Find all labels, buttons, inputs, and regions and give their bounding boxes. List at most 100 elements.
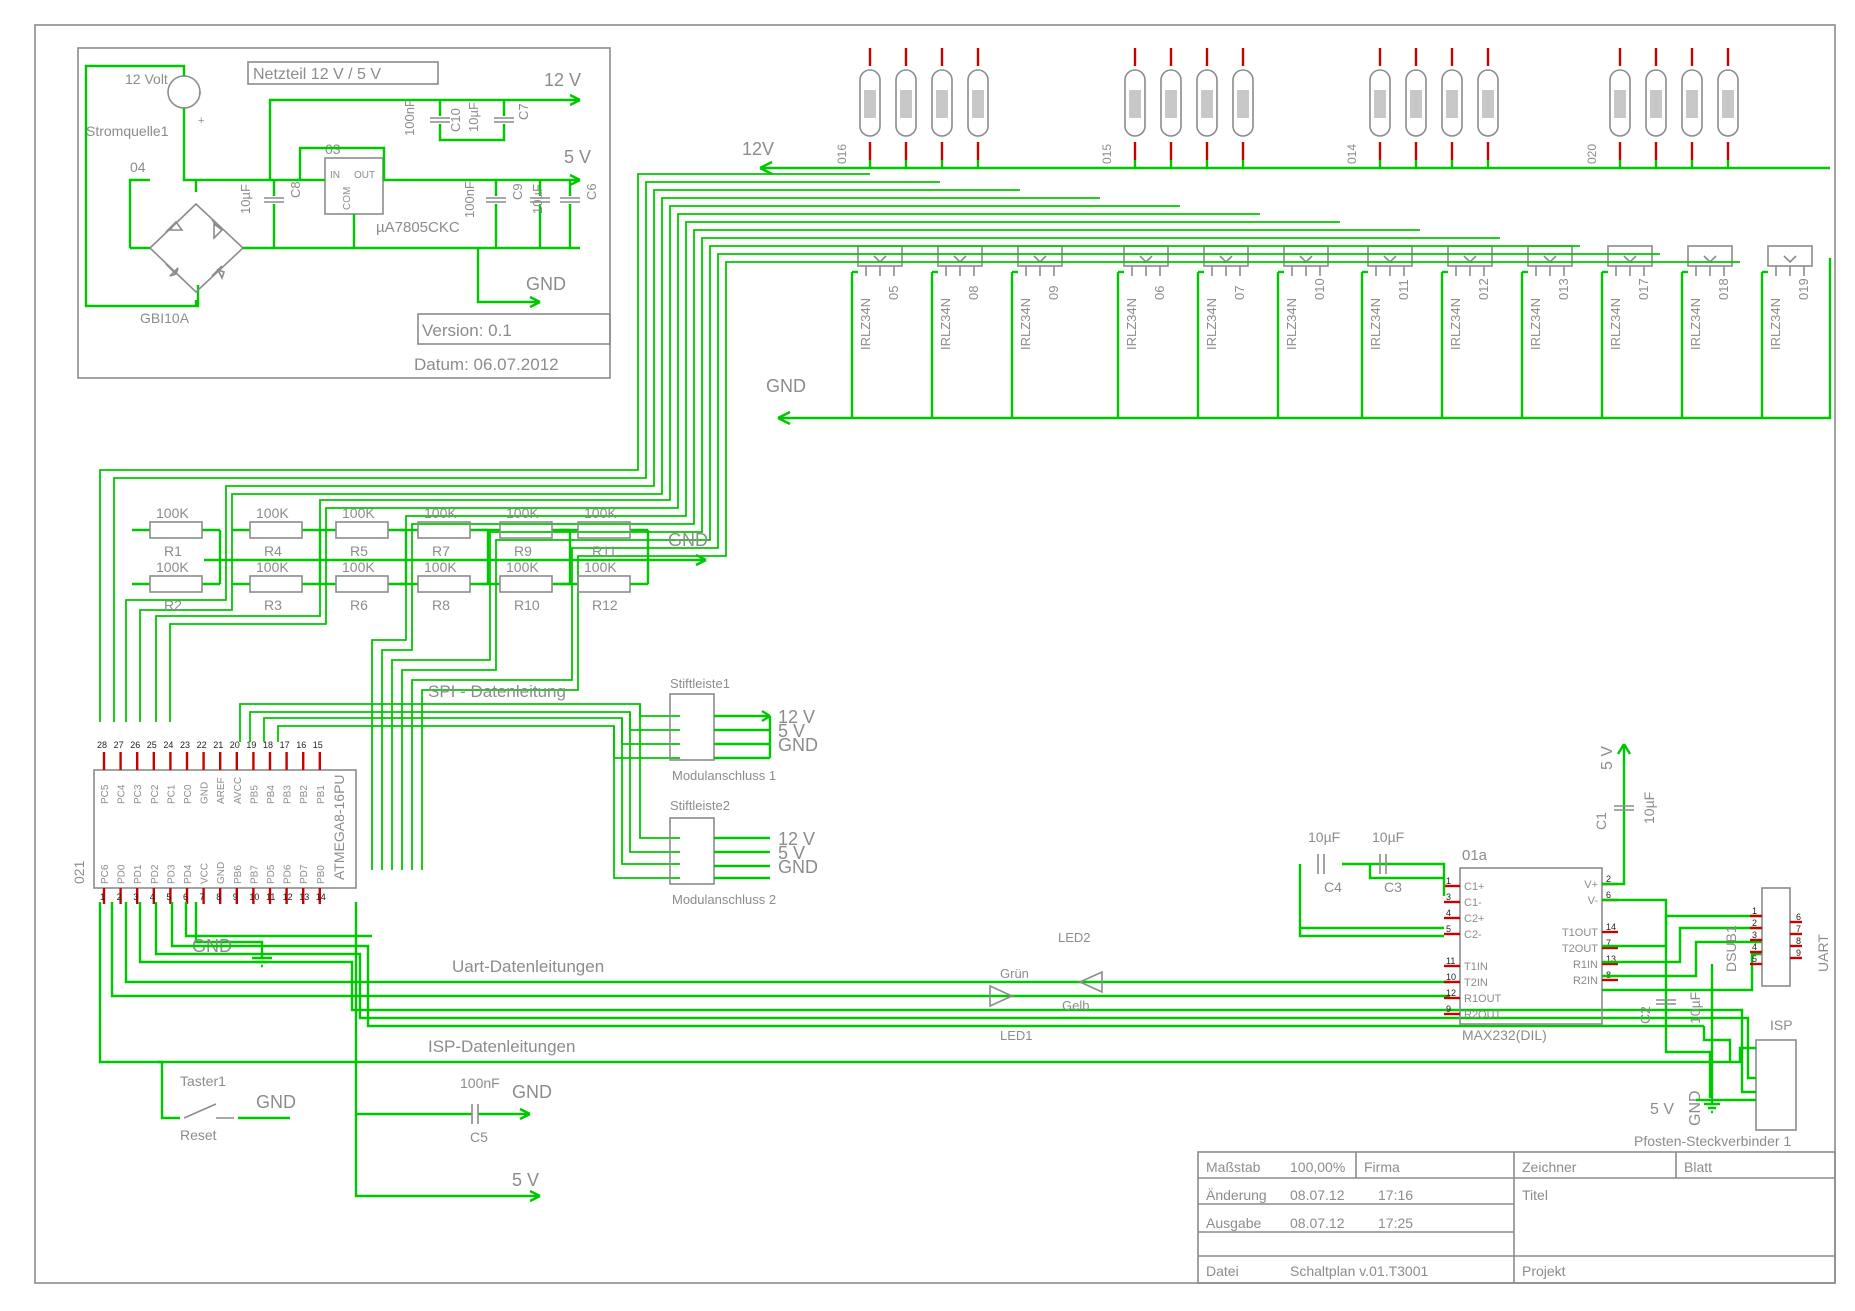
mcu-top-pin-number: 27 [114,740,124,750]
mcu-bottom-pin-number: 2 [117,892,122,902]
resistor-body [335,521,389,539]
max232-left-pin-label: C1+ [1464,881,1485,893]
tb-blatt-label: Blatt [1684,1159,1712,1175]
max232-right-pin-number: 7 [1606,938,1611,948]
tube-glow [1446,90,1458,118]
mosfet-symbol [1535,255,1565,276]
max232-right-pin-label: R1IN [1573,959,1598,971]
mcu-top-pin-label: PB3 [283,785,294,804]
tube-glow [1237,90,1249,118]
mcu-bottom-pin-label: PD7 [299,864,310,884]
mosfet-type: IRLZ34N [1768,298,1783,350]
resistor-name: R1 [164,543,182,559]
max232-right-pin-number: 13 [1606,954,1616,964]
mosfet-name: 013 [1556,278,1571,300]
tube-glow [1722,90,1734,118]
resistor-value: 100K [256,505,289,521]
max232-left-pin-label: T1IN [1464,961,1488,973]
mosfet-name: 017 [1636,278,1651,300]
dsub-pin-number: 3 [1752,930,1757,940]
mcu-top-pin-number: 22 [197,740,207,750]
mosfet-symbol [945,255,975,276]
max232-left-pin-number: 4 [1446,908,1451,918]
mcu-top-pin-label: PB2 [299,785,310,804]
reg-pin-out: OUT [354,170,375,181]
mosfet-type: IRLZ34N [938,298,953,350]
resistor-name: R9 [514,543,532,559]
mosfet-symbol [1025,255,1055,276]
taster-name: Taster1 [180,1073,226,1089]
max232-left-pin-number: 10 [1446,972,1456,982]
header1-rail-5v: 5 V [778,721,805,741]
mcu-top-pin-label: PC2 [150,784,161,804]
mosfet-array: IRLZ34N05IRLZ34N08IRLZ34N09IRLZ34N06IRLZ… [850,245,1813,418]
out-12v-label: 12 V [544,70,581,90]
max232-left-pin-label: C1- [1464,897,1482,909]
mcu-top-pin-label: AVCC [233,777,244,804]
isp-gnd-label: GND [1687,1090,1704,1126]
led1-name: LED1 [1000,1028,1033,1043]
tb-ausgabe-time: 17:25 [1378,1215,1413,1231]
resistor-value: 100K [256,559,289,575]
mcu-top-pin-label: PC1 [166,784,177,804]
rail-12v-label: 12V [742,139,774,159]
resistor-value: 100K [584,559,617,575]
tb-aenderung-label: Änderung [1206,1187,1267,1203]
mosfet-symbol [1455,255,1485,276]
cap-100nf-out: 100nF [462,181,477,218]
date-label: Datum: 06.07.2012 [414,355,559,374]
mosfet-name: 06 [1152,286,1167,300]
mcu-top-pin-number: 18 [263,740,273,750]
max232-left-pin-number: 12 [1446,988,1456,998]
mcu-top-pin-label: PC4 [117,784,128,804]
stiftleiste1[interactable] [669,693,715,761]
cap-c7-label: C7 [516,103,531,120]
power-supply-section: Netzteil 12 V / 5 V 12 Volt Stromquelle1… [77,47,611,379]
resistor-body [499,521,553,539]
led1-color: Grün [1000,966,1029,981]
resistor-value: 100K [506,505,539,521]
resistor-array: 100KR1100KR4100KR5100KR7100KR9100KR11100… [132,505,650,613]
mcu-top-pin-label: PC0 [183,784,194,804]
stiftleiste2[interactable] [669,817,715,885]
dsub-pin-number: 6 [1796,912,1801,922]
mosfet-name: 018 [1716,278,1731,300]
cap-100nf-top: 100nF [402,99,417,136]
reset-switch[interactable]: Taster1 Reset GND [158,1060,296,1143]
isp-connector[interactable]: ISP Pfosten-Steckverbinder 1 GND 5 V [1634,1017,1797,1149]
resistor-body [149,521,203,539]
mcu-bottom-pin-label: PD6 [283,864,294,884]
header1-rail-gnd: GND [778,735,818,755]
tb-projekt-label: Projekt [1522,1263,1566,1279]
voltage-regulator [324,157,384,215]
uart-isp-lines: Uart-Datenleitungen ISP-Datenleitungen [98,902,1720,1064]
mosfet-bus [99,173,1740,870]
svg-text:+: + [198,115,204,127]
mcu-bottom-pin-label: PD3 [166,864,177,884]
isp-5v-label: 5 V [1650,1101,1674,1118]
mcu-bottom-pin-label: PD5 [266,864,277,884]
mosfet-name: 08 [966,286,981,300]
isp-caption: Pfosten-Steckverbinder 1 [1634,1133,1791,1149]
cap-c8-label: C8 [288,181,303,198]
mosfet-symbol [1375,255,1405,276]
mcu-bottom-pin-number: 4 [150,892,155,902]
mcu-top-pin-label: AREF [216,777,227,804]
max232-left-pin-label: C2- [1464,929,1482,941]
mosfet-type: IRLZ34N [1688,298,1703,350]
regulator-type: µA7805CKC [376,219,460,236]
tube-group: 020 [1585,48,1739,168]
mosfet-symbol [1211,255,1241,276]
header1-rail-12v: 12 V [778,707,815,727]
